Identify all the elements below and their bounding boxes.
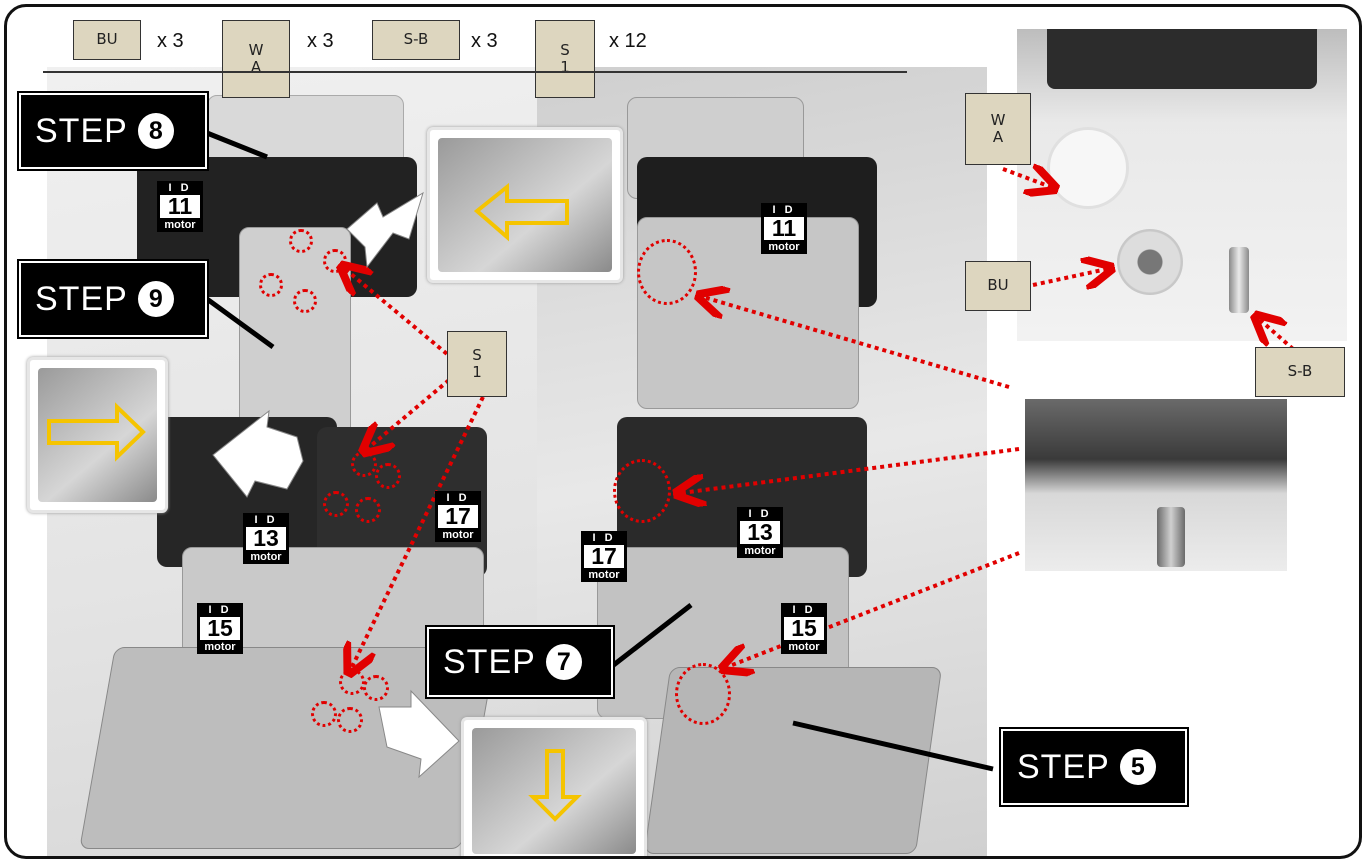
motor-text: motor xyxy=(157,218,203,232)
part-tag-wa: W A xyxy=(222,20,290,98)
id-text: I D xyxy=(781,603,827,617)
arrow-sb-to-screw xyxy=(1259,319,1295,351)
id-text: I D xyxy=(435,491,481,505)
step-number-7: 7 xyxy=(545,644,582,680)
motor-id-label-13-left: I D 13 motor xyxy=(243,513,289,564)
id-text: I D xyxy=(761,203,807,217)
screw-mark xyxy=(293,289,317,313)
id-text: I D xyxy=(737,507,783,521)
step-word: STEP xyxy=(1017,747,1110,786)
step-7-label: STEP 7 xyxy=(425,625,615,699)
leader-line-step9 xyxy=(205,296,275,350)
white-arrow-step8 xyxy=(346,191,424,269)
motor-text: motor xyxy=(761,240,807,254)
header-divider xyxy=(43,71,907,73)
screw-mark xyxy=(259,273,283,297)
screw-mark xyxy=(289,229,313,253)
id-number: 13 xyxy=(737,521,783,544)
horn-mark xyxy=(613,459,671,523)
step-9-label: STEP 9 xyxy=(17,259,209,339)
horn-mark xyxy=(637,239,697,305)
motor-id-label-17-left: I D 17 motor xyxy=(435,491,481,542)
step-5-label: STEP 5 xyxy=(999,727,1189,807)
leader-line-step5 xyxy=(792,720,994,772)
yellow-arrow-left xyxy=(473,182,569,242)
arrow-wa-to-washer xyxy=(1002,169,1051,187)
part-qty-sb: x 3 xyxy=(471,30,498,52)
motor-id-label-17-right: I D 17 motor xyxy=(581,531,627,582)
screw-mark xyxy=(311,701,337,727)
step-word: STEP xyxy=(35,111,128,150)
id-number: 13 xyxy=(243,527,289,550)
motor-id-label-11-right: I D 11 motor xyxy=(761,203,807,254)
step-number-9: 9 xyxy=(137,281,174,317)
motor-id-label-11-left: I D 11 motor xyxy=(157,181,203,232)
closeup-servo-top xyxy=(1047,29,1317,89)
motor-text: motor xyxy=(737,544,783,558)
id-text: I D xyxy=(157,181,203,195)
inset-step7 xyxy=(461,717,647,856)
arrow-s1-to-middle xyxy=(367,373,457,449)
step-word: STEP xyxy=(35,279,128,318)
id-text: I D xyxy=(197,603,243,617)
id-text: I D xyxy=(243,513,289,527)
screw-mark xyxy=(337,707,363,733)
closeup-screw-bottom xyxy=(1157,507,1185,567)
motor-text: motor xyxy=(435,528,481,542)
id-number: 15 xyxy=(781,617,827,640)
arrow-to-horn-upper xyxy=(703,297,1010,389)
leader-line-step8 xyxy=(206,130,268,160)
motor-id-label-15-left: I D 15 motor xyxy=(197,603,243,654)
arrow-s1-to-lower xyxy=(351,396,485,669)
motor-text: motor xyxy=(243,550,289,564)
hardware-closeup-bottom xyxy=(1025,399,1287,571)
white-arrow-step7 xyxy=(378,689,460,779)
white-arrow-step9 xyxy=(212,409,304,498)
arrow-to-horn-lower xyxy=(727,551,1020,667)
callout-bu: BU xyxy=(965,261,1031,311)
id-number: 11 xyxy=(157,195,203,218)
assembly-diagram: BU x 3 W A x 3 S-B x 3 S 1 x 12 xyxy=(4,4,1362,859)
bushing-shape xyxy=(1117,229,1183,295)
arrow-bu-to-bushing xyxy=(1032,269,1107,285)
arrow-to-horn-middle xyxy=(681,447,1020,493)
arrow-s1-to-upper xyxy=(345,269,455,361)
part-qty-wa: x 3 xyxy=(307,30,334,52)
annotation-overlay xyxy=(47,130,1295,822)
motor-text: motor xyxy=(197,640,243,654)
screw-mark xyxy=(323,491,349,517)
part-tag-s1: S 1 xyxy=(535,20,595,98)
callout-sb: S-B xyxy=(1255,347,1345,397)
horn-mark xyxy=(675,663,731,725)
screw-mark xyxy=(363,675,389,701)
screw-mark xyxy=(355,497,381,523)
inset-step8 xyxy=(427,127,623,283)
motor-text: motor xyxy=(781,640,827,654)
part-tag-bu: BU xyxy=(73,20,141,60)
id-number: 17 xyxy=(581,545,627,568)
motor-text: motor xyxy=(581,568,627,582)
screw-bolt-shape xyxy=(1229,247,1249,313)
motor-id-label-13-right: I D 13 motor xyxy=(737,507,783,558)
id-text: I D xyxy=(581,531,627,545)
id-number: 17 xyxy=(435,505,481,528)
step-8-label: STEP 8 xyxy=(17,91,209,171)
part-tag-sb: S-B xyxy=(372,20,460,60)
yellow-arrow-right xyxy=(47,402,146,462)
id-number: 15 xyxy=(197,617,243,640)
part-qty-bu: x 3 xyxy=(157,30,184,52)
leader-line-step7 xyxy=(609,603,693,669)
callout-wa: W A xyxy=(965,93,1031,165)
screw-mark xyxy=(375,463,401,489)
part-qty-s1: x 12 xyxy=(609,30,647,52)
id-number: 11 xyxy=(761,217,807,240)
step-number-5: 5 xyxy=(1119,749,1156,785)
step-number-8: 8 xyxy=(137,113,174,149)
callout-s1: S 1 xyxy=(447,331,507,397)
yellow-arrow-down xyxy=(528,749,582,822)
frame-right-upper xyxy=(637,217,859,409)
motor-id-label-15-right: I D 15 motor xyxy=(781,603,827,654)
step-word: STEP xyxy=(443,642,536,681)
